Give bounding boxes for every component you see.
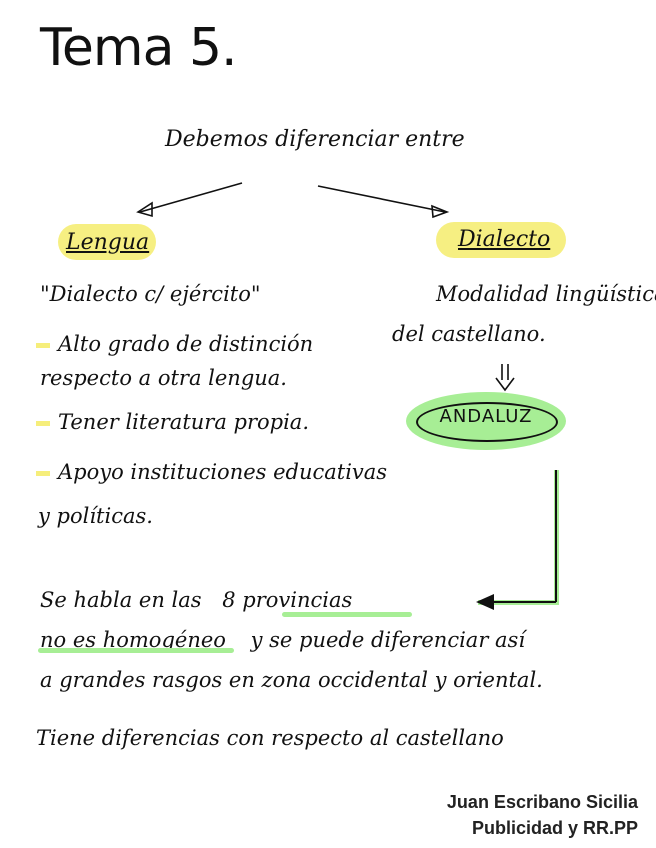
lengua-heading: Lengua (66, 230, 150, 255)
page-title: Tema 5. (40, 18, 238, 78)
double-down-arrow-icon (495, 364, 515, 392)
body-line-3: a grandes rasgos en zona occidental y or… (40, 668, 543, 692)
dialecto-line-2: del castellano. (392, 322, 546, 346)
lengua-item-2: Tener literatura propia. (36, 410, 309, 434)
intro-text: Debemos diferenciar entre (165, 127, 465, 152)
lengua-item-3: Apoyo instituciones educativas (36, 460, 387, 484)
dialecto-highlight (436, 222, 566, 258)
footer-course: Publicidad y RR.PP (471, 818, 638, 838)
body-line-1-a: Se habla en las (40, 588, 202, 612)
lengua-item-1: Alto grado de distinción (36, 332, 313, 356)
body-line-1-b: 8 provincias (222, 588, 353, 612)
body-line-4: Tiene diferencias con respecto al castel… (36, 726, 504, 750)
dialecto-line-1: Modalidad lingüística (436, 282, 656, 306)
lengua-item-1-line-1: Alto grado de distinción (58, 332, 314, 356)
homogeneo-underline (38, 648, 234, 653)
bullet-dash-icon (36, 421, 50, 426)
bullet-dash-icon (36, 343, 50, 348)
arrow-to-lengua (139, 182, 243, 213)
andaluz-label: ANDALUZ (439, 406, 533, 427)
arrowhead-left-icon (136, 201, 153, 218)
lengua-highlight (58, 224, 156, 260)
provincias-underline (282, 612, 412, 617)
lengua-quote: "Dialecto c/ ejército" (40, 282, 261, 306)
arrowhead-right-icon (431, 204, 450, 219)
arrow-to-dialecto (317, 185, 446, 213)
body-line-2-b: y se puede diferenciar así (250, 628, 526, 652)
lengua-item-3-line-2: y políticas. (38, 504, 153, 528)
footer-author: Juan Escribano Sicilia (446, 792, 638, 812)
connector-andaluz-to-provincias (476, 470, 559, 610)
body-line-1: Se habla en las 8 provincias (40, 588, 352, 612)
bullet-dash-icon (36, 471, 50, 476)
lengua-item-3-line-1: Apoyo instituciones educativas (58, 460, 388, 484)
lengua-item-2-text: Tener literatura propia. (58, 410, 310, 434)
dialecto-heading: Dialecto (458, 227, 551, 252)
andaluz-badge: ANDALUZ (406, 392, 566, 450)
andaluz-oval (416, 402, 558, 442)
lengua-item-1-line-2: respecto a otra lengua. (40, 366, 287, 390)
